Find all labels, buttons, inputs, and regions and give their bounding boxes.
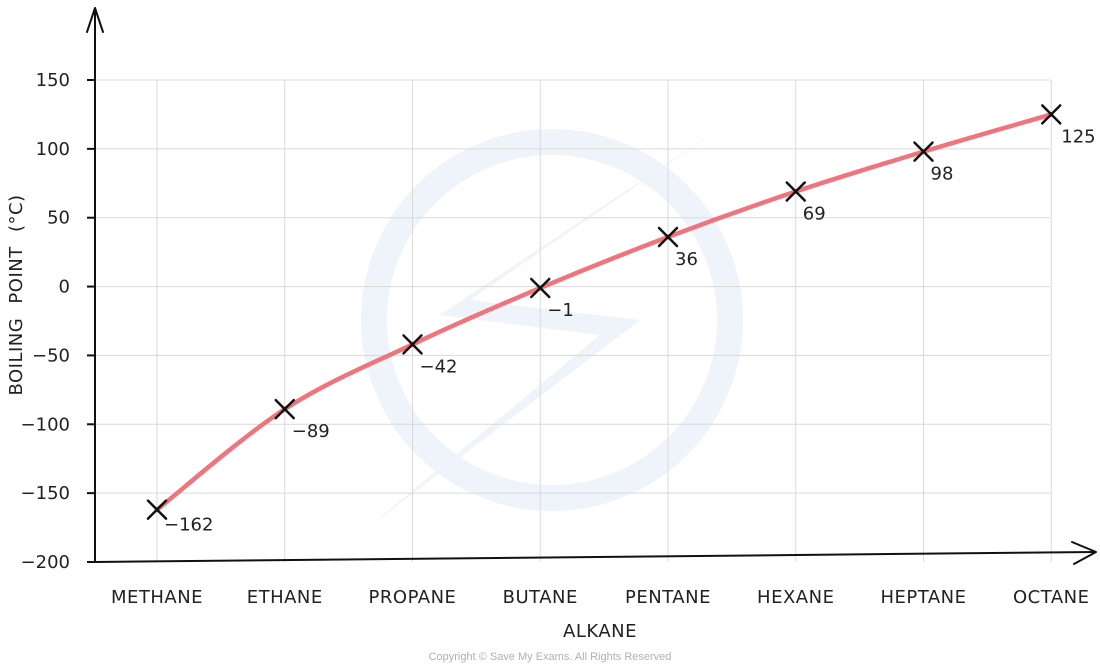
data-label-1: −89 [292,421,330,442]
watermark-logo-icon [361,118,743,530]
y-tick-label-0: 150 [36,70,70,91]
y-tick-label-3: 0 [59,277,70,298]
x-axis-title: ALKANE [563,621,637,642]
marker-stroke-b-5 [785,181,806,202]
x-category-label-1: ETHANE [247,587,323,608]
marker-stroke-b-1 [274,398,295,420]
y-axis-title: BOILING POINT (°C) [6,194,27,395]
y-tick-label-2: 50 [47,208,70,229]
data-label-3: −1 [547,300,574,321]
data-label-5: 69 [803,204,826,225]
marker-stroke-b-3 [530,277,551,299]
x-axis-line [94,551,1096,563]
x-category-label-4: PENTANE [625,587,711,608]
copyright-text: Copyright © Save My Exams. All Rights Re… [429,651,672,663]
data-point-4 [657,226,679,248]
y-tick-label-4: −50 [32,345,70,366]
data-point-0 [146,499,168,520]
y-axis-arrow-icon [86,7,104,33]
series-line-0 [154,112,1054,512]
marker-stroke-b-6 [913,141,934,162]
x-category-labels: METHANE ETHANE PROPANE BUTANE PENTANE HEXANE H… [111,587,1090,608]
data-labels: −162 −89 −42 −1 36 69 98 125 [164,126,1096,535]
data-point-1 [274,398,295,420]
marker-stroke-b-2 [402,334,423,355]
marker-stroke-b-4 [657,226,679,248]
data-label-6: 98 [931,164,954,185]
x-category-label-7: OCTANE [1013,587,1090,608]
data-point-5 [785,181,806,202]
x-category-label-2: PROPANE [369,587,457,608]
x-category-label-6: HEPTANE [880,587,966,608]
data-label-2: −42 [420,356,458,377]
marker-stroke-b-0 [146,499,168,520]
axes [86,7,1097,565]
y-tick-label-5: −100 [21,414,70,435]
x-axis-arrow-icon [1071,541,1097,565]
data-point-2 [402,334,423,355]
marker-stroke-b-7 [1041,104,1062,125]
data-point-6 [913,141,934,162]
y-tick-label-1: 100 [36,139,70,160]
data-markers [146,104,1062,520]
x-category-label-3: BUTANE [503,587,578,608]
y-tick-labels: 150 100 50 0 −50 −100 −150 −200 [21,70,70,573]
data-point-7 [1041,104,1062,125]
x-category-label-5: HEXANE [757,587,834,608]
x-category-label-0: METHANE [111,587,203,608]
data-label-0: −162 [164,515,213,536]
y-tick-label-7: −200 [21,552,70,573]
grid-lines [95,79,1052,562]
data-label-7: 125 [1061,126,1095,147]
y-tick-label-6: −150 [21,483,70,504]
data-point-3 [530,277,551,299]
series-boiling-point [154,112,1054,512]
data-label-4: 36 [675,249,698,270]
